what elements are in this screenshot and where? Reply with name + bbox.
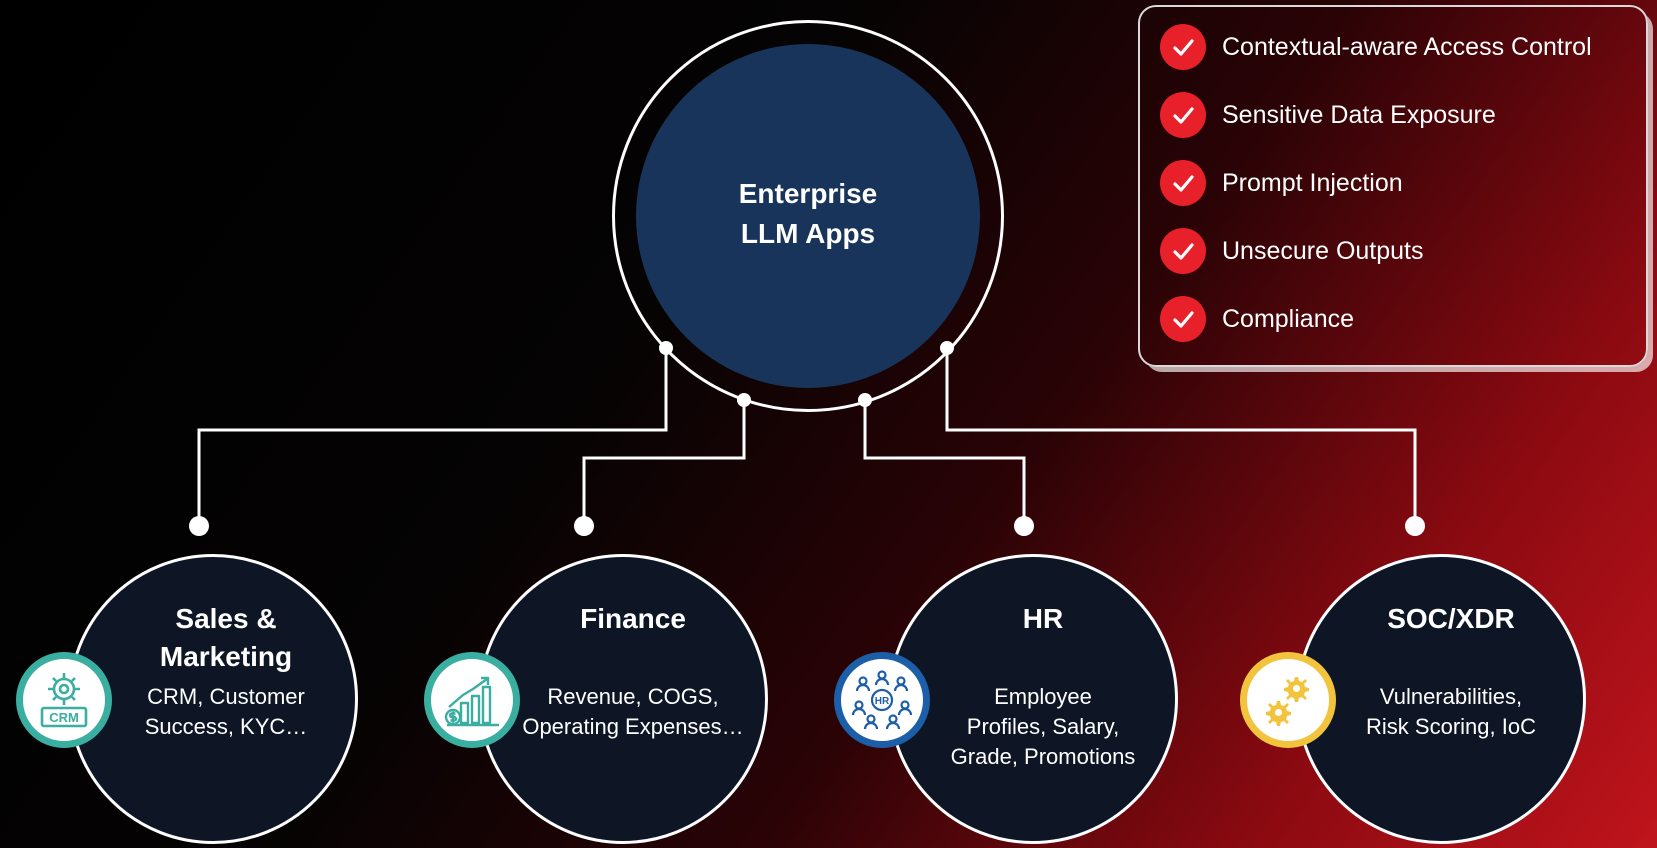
endpoint-dot	[1014, 516, 1034, 536]
checklist-item: Unsecure Outputs	[1160, 227, 1424, 275]
endpoint-dot	[189, 516, 209, 536]
node-description-line: Employee	[994, 684, 1092, 709]
hub-outer-ring	[612, 20, 1004, 412]
security-checklist: Contextual-aware Access Control Sensitiv…	[1138, 5, 1648, 367]
checkmark-icon	[1160, 24, 1206, 70]
node-title-line: Sales &	[175, 603, 277, 634]
checkmark-icon	[1160, 92, 1206, 138]
node-title-line: Finance	[580, 603, 686, 634]
gears-icon	[1240, 652, 1336, 748]
crm-gear-icon: CRM	[16, 652, 112, 748]
node-description: Vulnerabilities, Risk Scoring, IoC	[1331, 682, 1571, 742]
checklist-item: Sensitive Data Exposure	[1160, 91, 1496, 139]
node-description-line: Vulnerabilities,	[1379, 684, 1523, 709]
checklist-item: Compliance	[1160, 295, 1354, 343]
node-description: Revenue, COGS, Operating Expenses…	[513, 682, 753, 742]
crm-icon-text: CRM	[49, 710, 79, 725]
node-description-line: Risk Scoring, IoC	[1366, 714, 1536, 739]
node-hr	[888, 554, 1178, 844]
node-description-line: Grade, Promotions	[950, 744, 1136, 769]
connector-finance	[582, 400, 746, 526]
checkmark-icon	[1160, 160, 1206, 206]
hub-title-line: LLM Apps	[740, 218, 876, 249]
connector-sales	[197, 348, 668, 526]
hr-people-icon: HR	[834, 652, 930, 748]
hub-circle	[636, 44, 980, 388]
checklist-item-label: Compliance	[1222, 304, 1355, 333]
node-description: Employee Profiles, Salary, Grade, Promot…	[923, 682, 1163, 772]
checklist-item-label: Sensitive Data Exposure	[1222, 100, 1496, 129]
node-description-line: Success, KYC…	[144, 714, 308, 739]
checkmark-icon	[1160, 296, 1206, 342]
node-title: HR	[928, 600, 1158, 638]
node-title-line: Marketing	[159, 641, 293, 672]
checklist-item-label: Contextual-aware Access Control	[1222, 32, 1592, 61]
hub-title-line: Enterprise	[738, 178, 878, 209]
node-title-line: SOC/XDR	[1387, 603, 1515, 634]
node-description-line: Operating Expenses…	[522, 714, 744, 739]
endpoint-dot	[574, 516, 594, 536]
node-soc-xdr	[1296, 554, 1586, 844]
endpoint-dot	[1405, 516, 1425, 536]
hub-title: Enterprise LLM Apps	[640, 174, 976, 254]
checklist-item: Prompt Injection	[1160, 159, 1403, 207]
node-title: Finance	[518, 600, 748, 638]
node-title: Sales & Marketing	[111, 600, 341, 676]
node-description: CRM, Customer Success, KYC…	[106, 682, 346, 742]
checklist-item-label: Prompt Injection	[1222, 168, 1403, 197]
node-sales-marketing	[68, 554, 358, 844]
finance-chart-icon	[424, 652, 520, 748]
node-description-line: CRM, Customer	[147, 684, 305, 709]
checklist-item: Contextual-aware Access Control	[1160, 23, 1592, 71]
connector-soc	[945, 348, 1417, 526]
node-description-line: Profiles, Salary,	[966, 714, 1120, 739]
hr-icon-text: HR	[875, 696, 890, 707]
checklist-item-label: Unsecure Outputs	[1222, 236, 1424, 265]
node-description-line: Revenue, COGS,	[547, 684, 719, 709]
node-title-line: HR	[1022, 603, 1064, 634]
node-finance	[478, 554, 768, 844]
node-title: SOC/XDR	[1336, 600, 1566, 638]
connector-hr	[863, 400, 1026, 526]
checkmark-icon	[1160, 228, 1206, 274]
